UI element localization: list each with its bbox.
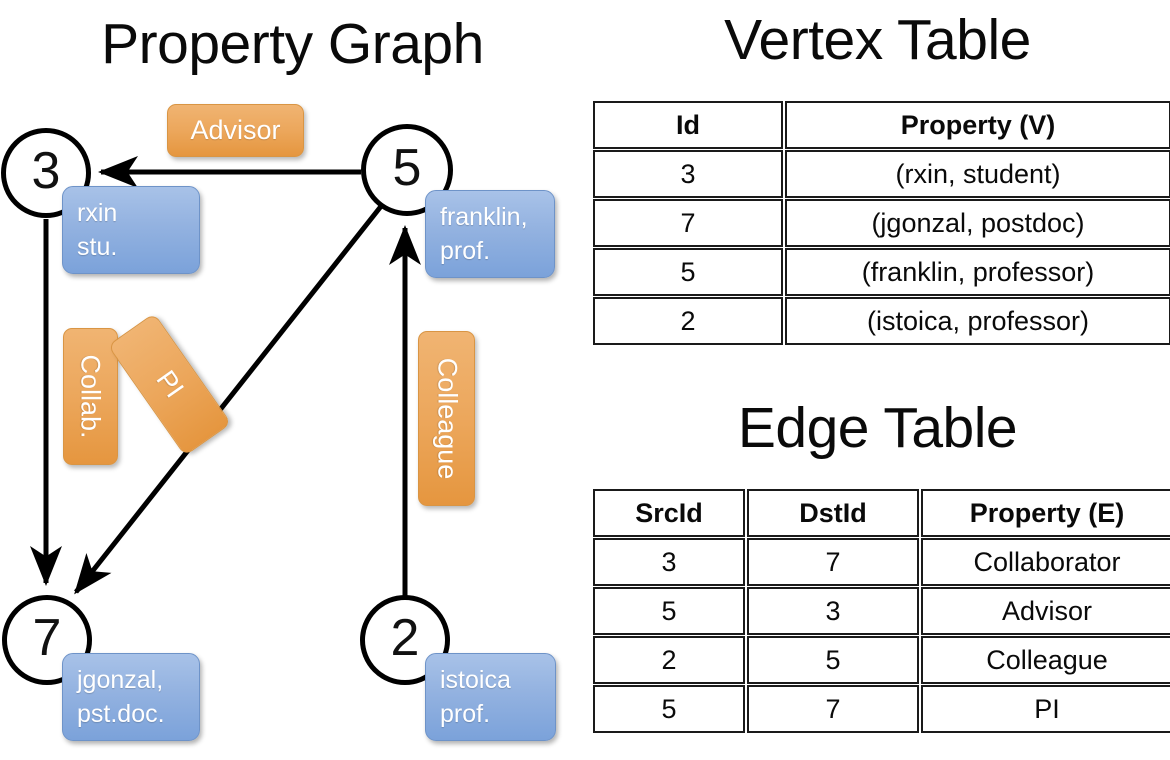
- node-property-box-jgonzal: jgonzal, pst.doc.: [62, 653, 200, 741]
- edge-table-header-property: Property (E): [921, 489, 1170, 537]
- edge-cell-property: Colleague: [921, 636, 1170, 684]
- edge-label-colleague-text: Colleague: [432, 357, 462, 480]
- page-title-edge-table: Edge Table: [737, 396, 1018, 460]
- vertex-cell-property: (rxin, student): [785, 150, 1170, 198]
- vertex-table-header-id: Id: [593, 101, 783, 149]
- vertex-cell-id: 2: [593, 297, 783, 345]
- node-property-box-rxin: rxin stu.: [62, 186, 200, 274]
- edge-table-header-dstid: DstId: [747, 489, 919, 537]
- table-row: 5 7 PI: [593, 685, 1170, 733]
- edge-table-header-srcid: SrcId: [593, 489, 745, 537]
- node-property-franklin-line2: prof.: [440, 236, 491, 265]
- graph-node-5-id: 5: [392, 139, 422, 197]
- vertex-table-header-row: Id Property (V): [593, 101, 1170, 149]
- edge-cell-dst: 5: [747, 636, 919, 684]
- node-property-istoica-line2: prof.: [440, 699, 491, 728]
- node-property-rxin-line2: stu.: [77, 232, 118, 261]
- edge-cell-src: 5: [593, 685, 745, 733]
- edge-cell-dst: 7: [747, 685, 919, 733]
- page-title-vertex-table: Vertex Table: [724, 8, 1031, 72]
- vertex-table: Id Property (V) 3 (rxin, student) 7 (jgo…: [591, 100, 1170, 346]
- graph-edge-lines: [30, 156, 421, 596]
- node-property-rxin-line1: rxin: [77, 199, 118, 227]
- table-row: 5 3 Advisor: [593, 587, 1170, 635]
- edge-label-advisor: Advisor: [167, 104, 304, 157]
- edge-line-pi: [74, 203, 384, 595]
- page-title-property-graph: Property Graph: [101, 12, 484, 76]
- graph-node-2-id: 2: [390, 609, 420, 667]
- edge-table-header-row: SrcId DstId Property (E): [593, 489, 1170, 537]
- table-row: 2 (istoica, professor): [593, 297, 1170, 345]
- vertex-cell-property: (jgonzal, postdoc): [785, 199, 1170, 247]
- graph-node-2[interactable]: 2: [360, 595, 450, 685]
- edge-label-advisor-text: Advisor: [190, 115, 281, 145]
- node-property-franklin-line1: franklin,: [440, 203, 528, 231]
- graph-node-3-id: 3: [31, 142, 61, 200]
- node-property-box-istoica: istoica prof.: [425, 653, 556, 741]
- graph-node-3[interactable]: 3: [1, 128, 91, 218]
- edge-cell-src: 2: [593, 636, 745, 684]
- vertex-cell-id: 5: [593, 248, 783, 296]
- node-property-istoica-line1: istoica: [440, 666, 511, 694]
- table-row: 5 (franklin, professor): [593, 248, 1170, 296]
- table-row: 3 7 Collaborator: [593, 538, 1170, 586]
- node-property-box-franklin: franklin, prof.: [425, 190, 555, 278]
- node-property-jgonzal-line1: jgonzal,: [77, 666, 164, 694]
- edge-label-collab-text: Collab.: [76, 354, 107, 439]
- vertex-cell-property: (istoica, professor): [785, 297, 1170, 345]
- edge-cell-property: Advisor: [921, 587, 1170, 635]
- edge-cell-dst: 7: [747, 538, 919, 586]
- vertex-cell-property: (franklin, professor): [785, 248, 1170, 296]
- edge-label-collab: Collab.: [63, 328, 118, 465]
- edge-cell-dst: 3: [747, 587, 919, 635]
- property-graph-diagram: Advisor Collab. PI Colleague 3 5 7 2 rxi…: [1, 104, 556, 741]
- edge-label-colleague: Colleague: [418, 331, 475, 506]
- edge-cell-property: Collaborator: [921, 538, 1170, 586]
- table-row: 3 (rxin, student): [593, 150, 1170, 198]
- table-row: 2 5 Colleague: [593, 636, 1170, 684]
- edge-label-pi-text: PI: [150, 365, 190, 404]
- edge-cell-property: PI: [921, 685, 1170, 733]
- edge-cell-src: 5: [593, 587, 745, 635]
- vertex-cell-id: 7: [593, 199, 783, 247]
- graph-node-7-id: 7: [32, 609, 62, 667]
- vertex-table-header-property: Property (V): [785, 101, 1170, 149]
- node-property-jgonzal-line2: pst.doc.: [77, 699, 165, 728]
- edge-cell-src: 3: [593, 538, 745, 586]
- table-row: 7 (jgonzal, postdoc): [593, 199, 1170, 247]
- edge-table: SrcId DstId Property (E) 3 7 Collaborato…: [591, 488, 1170, 734]
- vertex-cell-id: 3: [593, 150, 783, 198]
